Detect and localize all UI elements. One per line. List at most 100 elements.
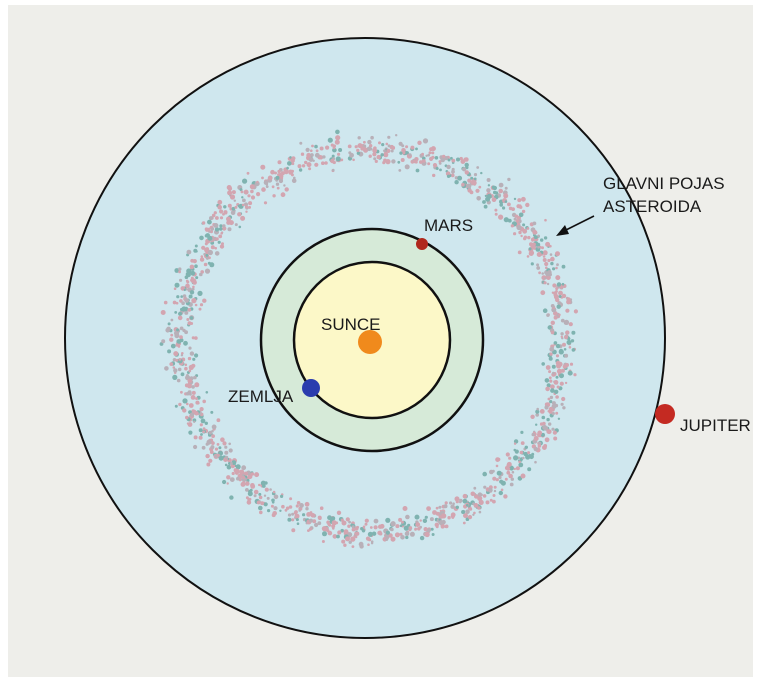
asteroid-dot — [555, 275, 560, 280]
asteroid-dot — [546, 418, 549, 421]
asteroid-dot — [276, 183, 279, 186]
asteroid-dot — [513, 455, 518, 460]
asteroid-dot — [495, 457, 500, 462]
asteroid-dot — [564, 348, 567, 351]
asteroid-dot — [534, 436, 539, 441]
asteroid-dot — [306, 512, 311, 517]
asteroid-dot — [345, 536, 350, 541]
asteroid-dot — [173, 301, 177, 305]
asteroid-dot — [164, 366, 169, 371]
asteroid-dot — [515, 215, 518, 218]
asteroid-dot — [222, 480, 226, 484]
asteroid-dot — [211, 227, 214, 230]
asteroid-dot — [498, 189, 503, 194]
asteroid-dot — [548, 422, 551, 425]
asteroid-dot — [335, 135, 340, 140]
asteroid-dot — [205, 234, 208, 237]
asteroid-dot — [181, 372, 185, 376]
asteroid-dot — [173, 351, 178, 356]
asteroid-dot — [358, 143, 363, 148]
asteroid-dot — [277, 187, 280, 190]
asteroid-dot — [190, 351, 194, 355]
asteroid-dot — [199, 273, 203, 277]
asteroid-dot — [514, 449, 517, 452]
asteroid-dot — [564, 335, 568, 339]
asteroid-dot — [178, 316, 183, 321]
asteroid-dot — [381, 143, 384, 146]
asteroid-dot — [555, 251, 560, 256]
asteroid-dot — [181, 352, 184, 355]
asteroid-dot — [532, 243, 536, 247]
asteroid-dot — [441, 525, 445, 529]
asteroid-dot — [237, 212, 241, 216]
asteroid-dot — [564, 321, 568, 325]
asteroid-belt-label-line1: GLAVNI POJAS — [603, 174, 725, 193]
asteroid-dot — [228, 443, 231, 446]
jupiter-planet-icon — [655, 404, 675, 424]
asteroid-dot — [484, 205, 488, 209]
asteroid-dot — [161, 310, 166, 315]
asteroid-dot — [179, 279, 182, 282]
asteroid-dot — [171, 344, 176, 349]
asteroid-dot — [561, 397, 565, 401]
asteroid-dot — [296, 518, 299, 521]
asteroid-dot — [308, 167, 311, 170]
asteroid-dot — [199, 308, 202, 311]
asteroid-dot — [193, 445, 197, 449]
asteroid-dot — [314, 163, 318, 167]
asteroid-dot — [235, 469, 240, 474]
asteroid-dot — [211, 434, 215, 438]
asteroid-dot — [182, 398, 187, 403]
asteroid-dot — [415, 522, 420, 527]
asteroid-dot — [232, 190, 236, 194]
asteroid-dot — [302, 164, 305, 167]
asteroid-dot — [488, 488, 492, 492]
asteroid-dot — [431, 156, 434, 159]
asteroid-dot — [483, 494, 487, 498]
asteroid-dot — [522, 223, 525, 226]
asteroid-dot — [383, 149, 386, 152]
asteroid-dot — [332, 520, 337, 525]
asteroid-dot — [213, 223, 218, 228]
asteroid-dot — [362, 529, 365, 532]
asteroid-dot — [417, 141, 421, 145]
asteroid-dot — [559, 349, 563, 353]
asteroid-dot — [395, 532, 400, 537]
asteroid-dot — [272, 513, 276, 517]
asteroid-dot — [280, 495, 283, 498]
asteroid-dot — [205, 247, 209, 251]
asteroid-dot — [553, 437, 557, 441]
asteroid-dot — [571, 331, 575, 335]
asteroid-dot — [522, 210, 525, 213]
asteroid-dot — [569, 346, 572, 349]
asteroid-dot — [203, 427, 206, 430]
asteroid-dot — [190, 290, 194, 294]
asteroid-dot — [496, 478, 499, 481]
asteroid-dot — [387, 136, 390, 139]
asteroid-dot — [283, 184, 285, 186]
asteroid-dot — [202, 221, 205, 224]
sun-label: SUNCE — [321, 315, 381, 334]
asteroid-dot — [383, 159, 387, 163]
asteroid-dot — [192, 286, 195, 289]
asteroid-dot — [433, 163, 437, 167]
asteroid-dot — [332, 169, 335, 172]
asteroid-dot — [494, 209, 497, 212]
asteroid-dot — [363, 526, 366, 529]
asteroid-dot — [244, 190, 249, 195]
mars-label: MARS — [424, 216, 473, 235]
asteroid-dot — [369, 155, 372, 158]
earth-planet-icon — [302, 379, 320, 397]
asteroid-dot — [185, 284, 190, 289]
mars-planet-icon — [416, 238, 428, 250]
asteroid-dot — [538, 444, 542, 448]
asteroid-dot — [277, 170, 280, 173]
asteroid-dot — [241, 196, 243, 198]
asteroid-dot — [552, 365, 556, 369]
asteroid-dot — [286, 167, 289, 170]
asteroid-dot — [287, 518, 291, 522]
asteroid-dot — [194, 264, 198, 268]
asteroid-dot — [556, 263, 559, 266]
asteroid-dot — [259, 511, 263, 515]
asteroid-dot — [380, 524, 385, 529]
